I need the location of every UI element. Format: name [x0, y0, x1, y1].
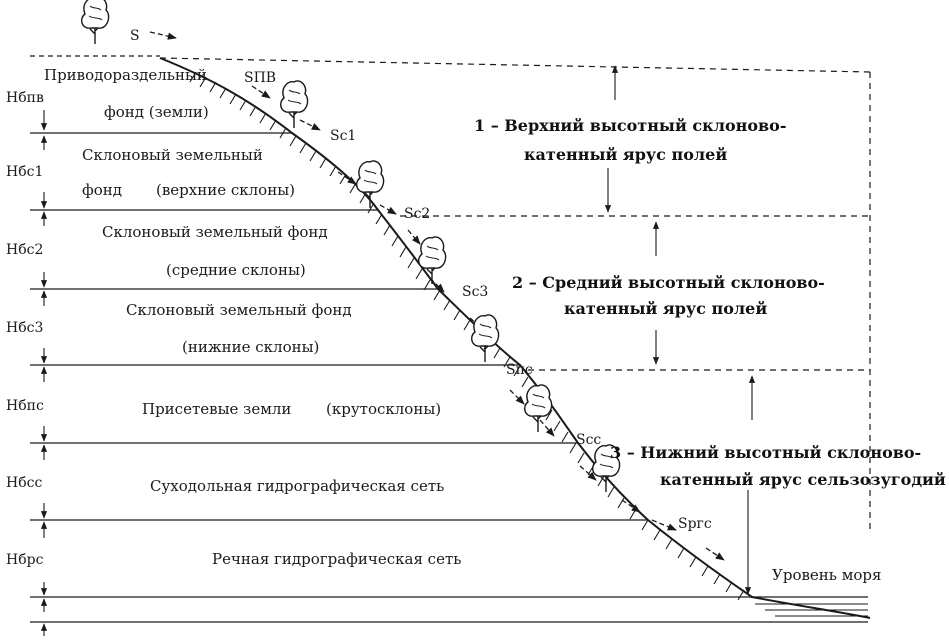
point-label-sc2: Sc2	[404, 206, 430, 222]
tier-range-arrows	[604, 65, 756, 595]
sea-water	[755, 603, 868, 617]
zone-upper-line2: фонд	[82, 181, 122, 199]
height-label-s2: Нбс2	[6, 242, 43, 258]
height-label-s1: Нбс1	[6, 164, 43, 180]
point-label-spv: SПВ	[244, 70, 276, 86]
height-label-s3: Нбс3	[6, 320, 43, 336]
tree-icon	[80, 0, 110, 45]
zone-dry-network: Суходольная гидрографическая сеть	[150, 477, 444, 495]
tree-icon	[279, 80, 309, 129]
tree-icon	[523, 384, 553, 433]
tier1-line2: катенный ярус полей	[524, 145, 727, 164]
point-label-sc3: Sc3	[462, 284, 488, 300]
zone-river-network: Речная гидрографическая сеть	[212, 550, 461, 568]
point-label-ssc: Sсс	[576, 432, 601, 448]
zone-watershed-line2: фонд (земли)	[104, 103, 209, 121]
zone-near-network-line2: (крутосклоны)	[326, 400, 441, 418]
tier-boundary-dashes	[159, 57, 871, 530]
point-label-sc1: Sc1	[330, 128, 356, 144]
zone-middle-line2: (средние склоны)	[166, 261, 306, 279]
tree-icon	[470, 314, 500, 363]
zone-watershed-line1: Приводораздельный	[44, 66, 207, 84]
slope-profile	[159, 57, 871, 619]
zone-upper-line1: Склоновый земельный	[82, 146, 263, 164]
height-label-ss: Нбсс	[6, 475, 42, 491]
tier3-line1: 3 – Нижний высотный склоново-	[610, 443, 921, 462]
height-label-rs: Нбрс	[6, 552, 44, 568]
tier3-line2: катенный ярус сельзозугодий	[660, 470, 946, 489]
height-label-pv: Нбпв	[6, 90, 44, 106]
runoff-arrows	[149, 31, 725, 561]
zone-lower-line2: (нижние склоны)	[182, 338, 319, 356]
point-label-sps: Sпс	[506, 362, 533, 378]
zone-lower-line1: Склоновый земельный фонд	[126, 301, 352, 319]
zone-near-network-line1: Присетевые земли	[142, 400, 291, 418]
height-label-ps: Нбпс	[6, 398, 44, 414]
tree-icon	[417, 236, 447, 285]
tier2-line1: 2 – Средний высотный склоново-	[512, 273, 825, 292]
zone-upper-line3: (верхние склоны)	[156, 181, 295, 199]
tier1-line1: 1 – Верхний высотный склоново-	[474, 116, 786, 135]
point-label-s: S	[130, 28, 140, 44]
zone-boundary-lines	[30, 55, 868, 623]
tier2-line2: катенный ярус полей	[564, 299, 767, 318]
zone-middle-line1: Склоновый земельный фонд	[102, 223, 328, 241]
sea-level-label: Уровень моря	[772, 566, 882, 584]
point-label-srgs: Sргс	[678, 516, 712, 532]
